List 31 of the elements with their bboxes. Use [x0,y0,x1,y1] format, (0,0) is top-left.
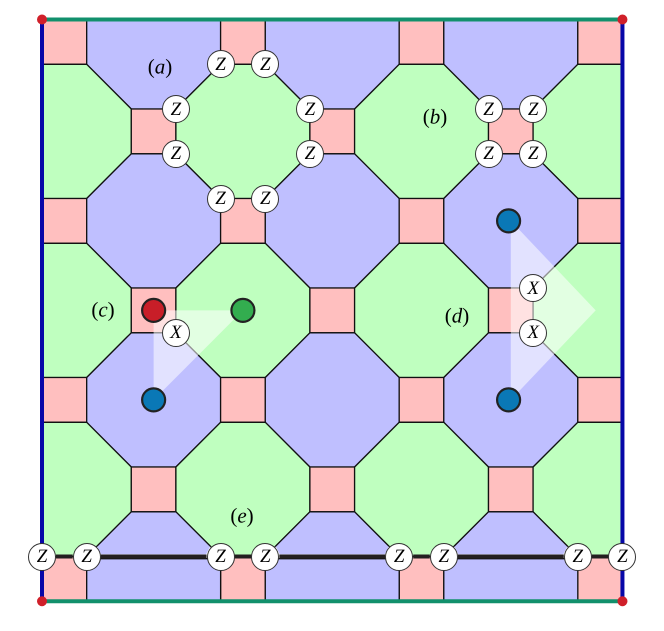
square-tile [309,287,356,334]
panel-label: (a) [148,56,172,78]
square-tile [220,376,266,423]
square-tile [488,466,534,512]
connector-line [56,554,73,558]
square-tile [41,198,88,244]
panel-label: (c) [91,300,115,320]
square-tile [309,466,356,512]
octagon-tile [41,242,132,378]
trapezoid-tile [454,511,568,554]
panel-label: (b) [422,106,448,128]
octagon-tile [41,64,132,200]
square-tile [41,376,88,423]
panel-label: (e) [230,506,254,526]
connector-line [458,554,564,558]
connector-line [592,554,608,558]
octagon-tile [264,332,400,468]
octagon-tile [354,242,490,378]
panel-label: (d) [444,306,470,326]
square-tile [398,376,444,423]
square-tile [577,376,624,423]
connector-line [279,554,386,558]
square-tile [398,18,444,65]
square-tile [398,198,444,244]
square-tile [577,198,624,244]
connector-line [413,554,430,558]
connector-line [234,554,252,558]
connector-line [100,554,207,558]
trapezoid-tile [96,511,211,554]
square-tile [130,466,177,512]
trapezoid-tile [275,511,390,554]
